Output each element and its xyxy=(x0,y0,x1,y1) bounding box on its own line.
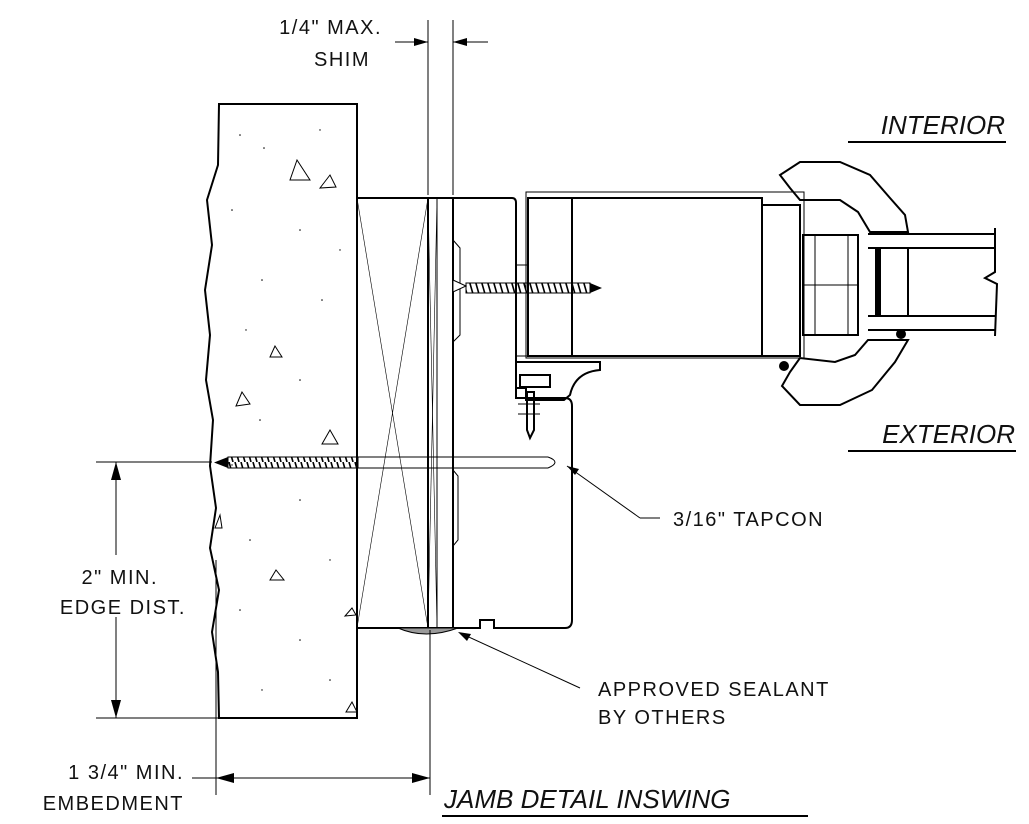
edge-distance-label-line1: 2" MIN. xyxy=(82,567,159,589)
embedment-label-line2: EMBEDMENT xyxy=(43,793,184,815)
buck-block xyxy=(356,197,429,629)
aggregate-marks xyxy=(214,158,358,713)
weatherstrip xyxy=(515,361,601,441)
concrete-wall xyxy=(203,103,358,719)
frame-screw xyxy=(452,279,602,294)
dim-embedment xyxy=(192,560,431,795)
shim-strip xyxy=(427,197,454,629)
dim-shim xyxy=(395,20,488,195)
embedment-label-line1: 1 3/4" MIN. xyxy=(68,762,184,784)
insulated-glass xyxy=(868,228,999,337)
tapcon-label: 3/16" TAPCON xyxy=(673,509,824,531)
exterior-label: EXTERIOR xyxy=(882,419,1015,449)
sealant-label-line1: APPROVED SEALANT xyxy=(598,679,830,701)
concrete-speckle xyxy=(231,129,341,691)
tapcon-leader xyxy=(566,465,660,519)
sealant-leader xyxy=(458,632,581,689)
shim-label-line2: SHIM xyxy=(314,49,370,71)
drawing-title: JAMB DETAIL INSWING xyxy=(443,784,731,814)
sash-stop xyxy=(516,191,805,359)
sealant-label-line2: BY OTHERS xyxy=(598,707,727,729)
glazing-profile xyxy=(778,161,910,406)
shim-label-line1: 1/4" MAX. xyxy=(279,17,382,39)
tapcon-screw xyxy=(214,456,556,469)
dim-edge-distance xyxy=(96,461,219,719)
frame-jamb xyxy=(452,197,573,629)
edge-distance-label-line2: EDGE DIST. xyxy=(60,597,186,619)
interior-label: INTERIOR xyxy=(881,110,1005,140)
sealant-bead xyxy=(397,627,459,635)
